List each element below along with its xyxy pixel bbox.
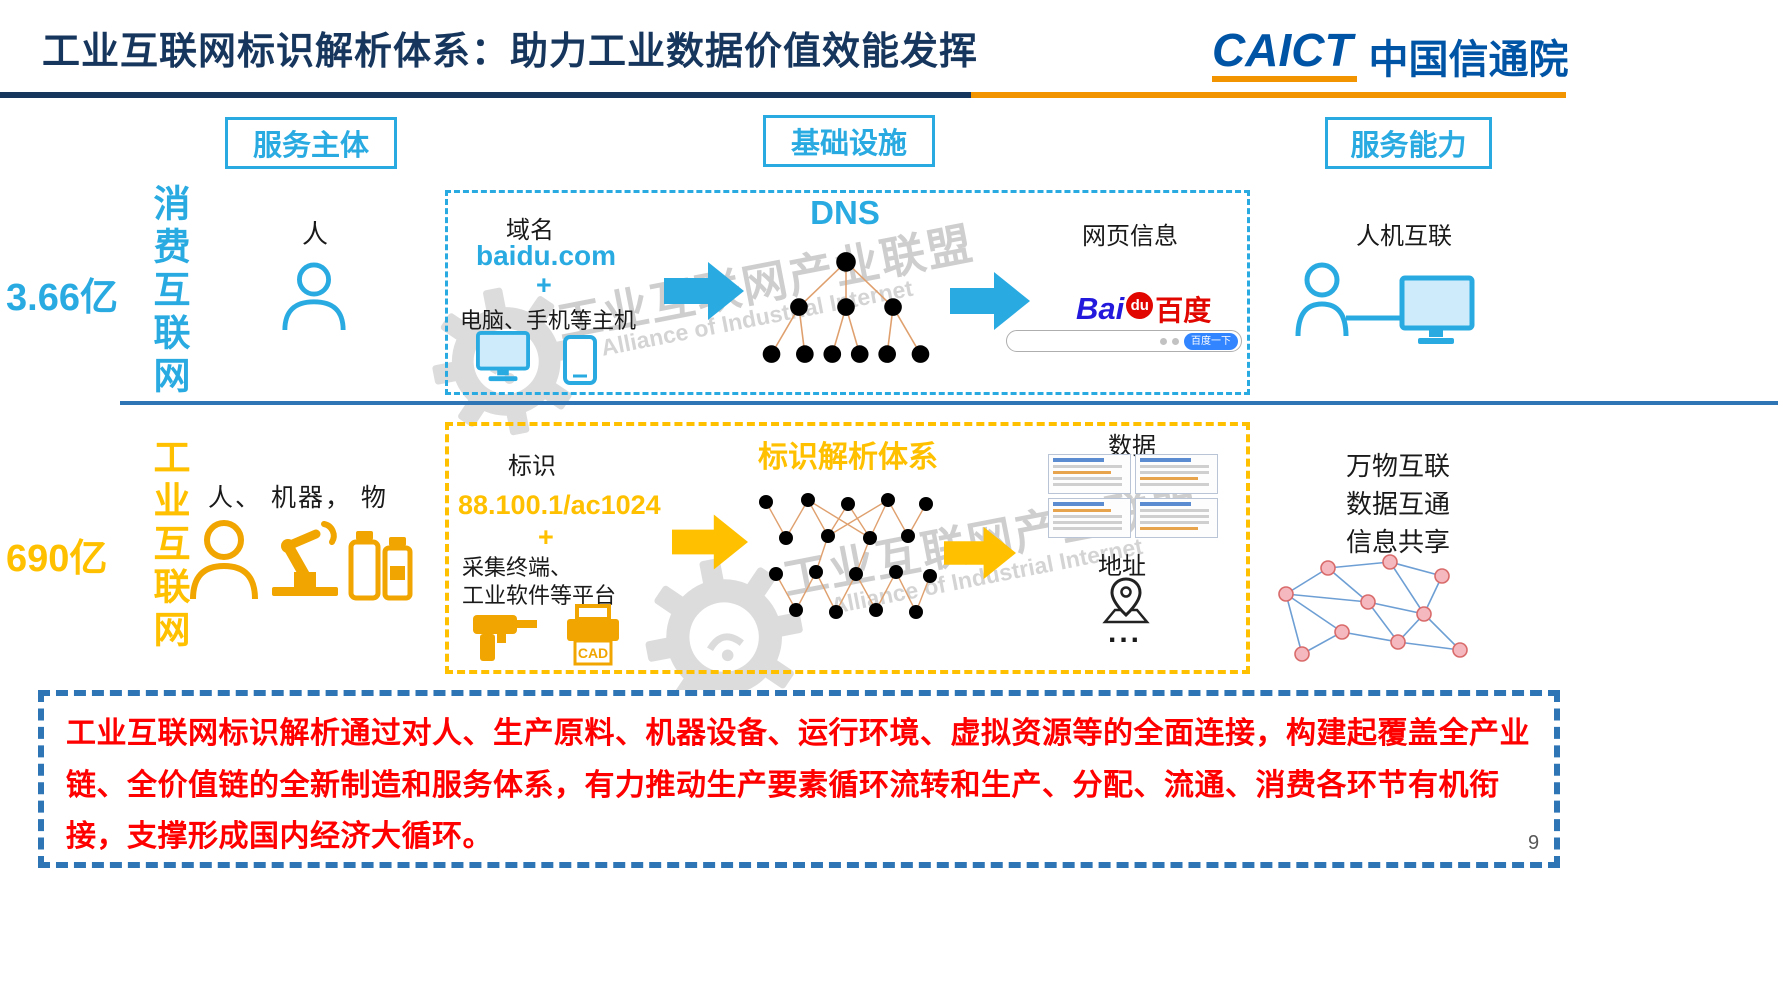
identifier-resolution-network-diagram — [759, 493, 937, 619]
summary-panel: 工业互联网标识解析通过对人、生产原料、机器设备、运行环境、虚拟资源等的全面连接，… — [38, 690, 1560, 868]
column-header-service-subject: 服务主体 — [225, 117, 397, 169]
robot-arm-icon — [272, 521, 338, 596]
plus-sign: + — [536, 270, 552, 300]
person-icon — [282, 262, 346, 331]
row-label-consumer-internet: 消费互联网 — [148, 184, 189, 399]
domain-value: baidu.com — [476, 240, 617, 271]
plus-sign: + — [538, 522, 554, 552]
identifier-value: 88.100.1/ac1024 — [458, 490, 661, 520]
flow-arrow-icon — [664, 262, 744, 320]
data-table-thumbnail — [1048, 454, 1131, 494]
dns-tree-diagram — [762, 252, 930, 363]
camera-icon — [1160, 337, 1167, 345]
platform-caption-line1: 采集终端、 — [462, 555, 573, 580]
microphone-icon — [1172, 337, 1179, 345]
consumer-scale-value: 3.66亿 — [6, 277, 118, 319]
page-title: 工业互联网标识解析体系：助力工业数据价值效能发挥 — [42, 31, 979, 73]
caict-logo-cn: 中国信通院 — [1368, 38, 1569, 83]
consumer-subject-label: 人 — [302, 219, 329, 249]
ellipsis-label: ... — [1108, 616, 1143, 649]
search-input[interactable]: 百度一下 — [1006, 330, 1242, 352]
data-table-thumbnail — [1135, 498, 1218, 538]
caict-logo: CAICT 中国信通院 — [1212, 26, 1569, 83]
dns-title: DNS — [810, 194, 880, 231]
web-info-label: 网页信息 — [1082, 223, 1178, 250]
location-pin-icon — [1102, 577, 1150, 624]
flow-arrow-icon — [672, 514, 748, 570]
row-label-industrial-internet: 工业互联网 — [148, 438, 189, 653]
industrial-capability-line: 万物互联 — [1345, 451, 1450, 481]
data-table-thumbnail — [1135, 454, 1218, 494]
flow-arrow-icon — [944, 526, 1016, 580]
baidu-logo-bai: Bai — [1076, 291, 1125, 326]
cad-label: CAD — [578, 645, 608, 661]
drill-tool-icon — [473, 615, 537, 661]
computer-icon — [476, 330, 530, 382]
data-table-thumbnails — [1048, 454, 1218, 538]
identifier-caption: 标识 — [508, 453, 556, 480]
address-label: 地址 — [1098, 553, 1146, 580]
industrial-capability-line: 信息共享 — [1345, 527, 1450, 557]
baidu-logo-cn: 百度 — [1155, 295, 1212, 326]
domain-caption: 域名 — [506, 217, 554, 244]
caict-logo-en: CAICT — [1212, 26, 1357, 83]
baidu-logo-du: du — [1126, 291, 1154, 319]
resolution-system-title: 标识解析体系 — [758, 441, 938, 474]
person-icon — [190, 520, 258, 600]
products-icon — [348, 531, 413, 601]
flow-arrow-icon — [950, 272, 1030, 330]
summary-text: 工业互联网标识解析通过对人、生产原料、机器设备、运行环境、虚拟资源等的全面连接，… — [66, 717, 1530, 854]
human-computer-link-icon — [1295, 262, 1475, 344]
industrial-subject-label: 人、 机器， 物 — [208, 484, 388, 512]
consumer-infrastructure-panel — [445, 190, 1250, 395]
baidu-logo: Bai du 百度 — [1076, 291, 1212, 326]
host-caption: 电脑、手机等主机 — [460, 308, 637, 333]
page-number: 9 — [1528, 832, 1540, 854]
column-header-service-capability: 服务能力 — [1325, 117, 1492, 169]
industrial-infrastructure-panel — [445, 422, 1250, 674]
search-button[interactable]: 百度一下 — [1184, 332, 1238, 350]
industrial-scale-value: 690亿 — [6, 538, 108, 580]
data-table-thumbnail — [1048, 498, 1131, 538]
column-header-infrastructure: 基础设施 — [763, 115, 935, 167]
title-divider — [0, 92, 1566, 98]
cad-file-icon: CAD — [567, 604, 619, 666]
industrial-capability-line: 数据互通 — [1345, 489, 1450, 519]
row-divider — [120, 401, 1778, 405]
mesh-network-icon — [1278, 554, 1468, 662]
phone-icon — [563, 335, 597, 385]
consumer-capability-label: 人机互联 — [1356, 223, 1452, 250]
platform-caption-line2: 工业软件等平台 — [462, 583, 617, 608]
